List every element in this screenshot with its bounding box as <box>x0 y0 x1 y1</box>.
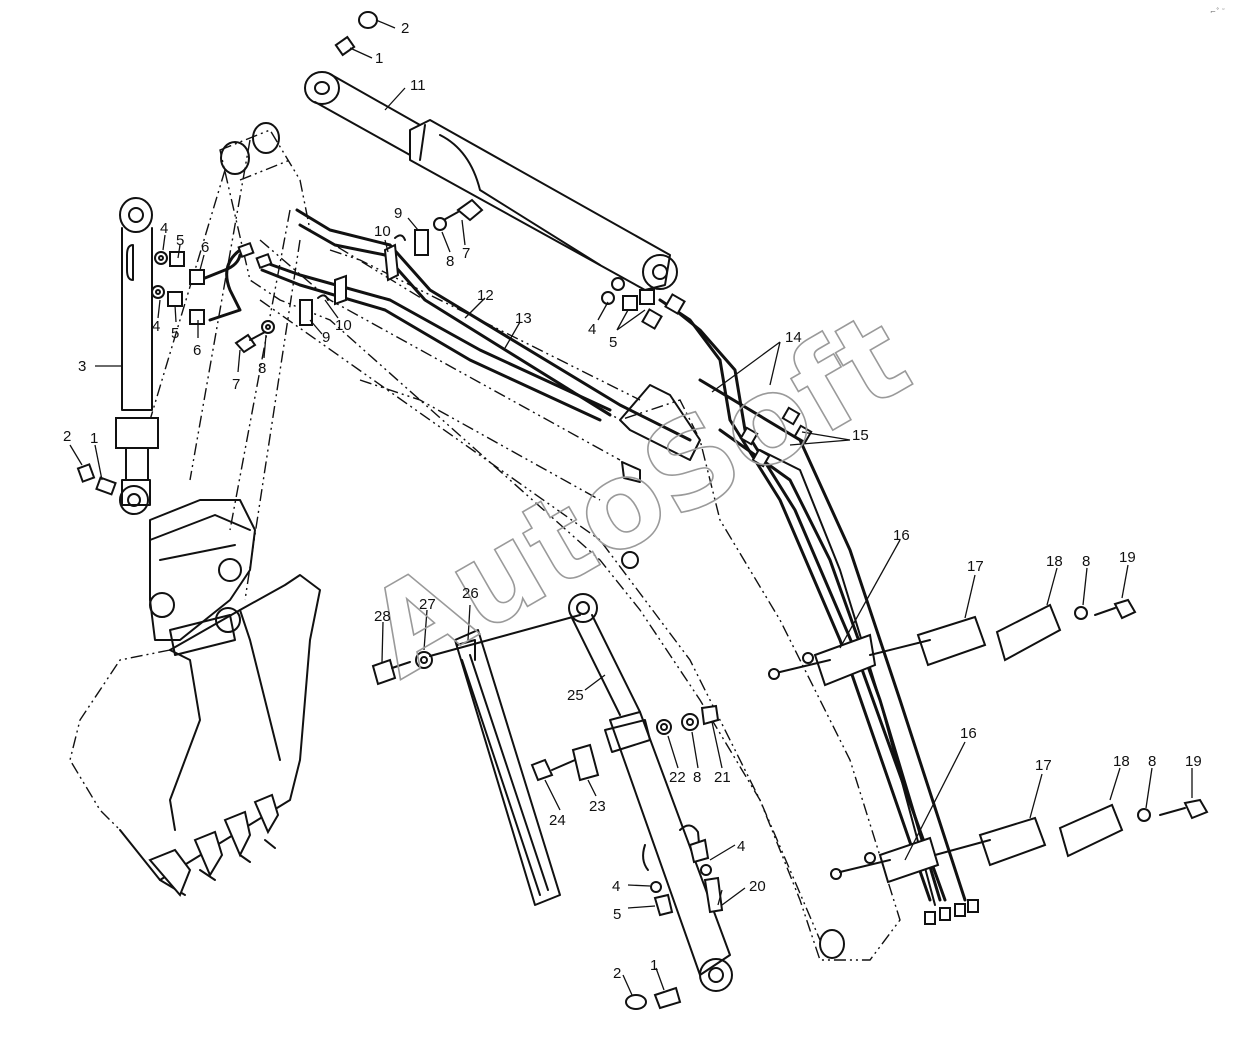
arm-cylinder <box>304 71 678 291</box>
callout-label: 25 <box>567 687 584 704</box>
callout-label: 22 <box>669 769 686 786</box>
callout-label: 1 <box>375 50 383 67</box>
callout-label: 1 <box>650 957 658 974</box>
callout-label: 13 <box>515 310 532 327</box>
callout-label: 16 <box>893 527 910 544</box>
callout-label: 8 <box>446 253 454 270</box>
callout-label: 5 <box>171 325 179 342</box>
callout-label: 12 <box>477 287 494 304</box>
callout-labels: 2 1 11 4 5 6 4 5 6 3 7 8 9 10 9 10 8 7 1… <box>63 20 1202 982</box>
callout-label: 9 <box>322 329 330 346</box>
callout-label: 5 <box>613 906 621 923</box>
bucket-assembly <box>69 499 321 897</box>
callout-label: 24 <box>549 812 566 829</box>
callout-label: 28 <box>374 608 391 625</box>
callout-label: 11 <box>410 77 426 94</box>
callout-label: 4 <box>152 318 160 335</box>
callout-label: 15 <box>852 427 869 444</box>
bucket-cylinder <box>115 197 159 515</box>
callout-label: 4 <box>737 838 745 855</box>
callout-label: 16 <box>960 725 977 742</box>
corner-mark: ⌐˚ ˜ <box>1210 8 1225 16</box>
callout-label: 10 <box>374 223 391 240</box>
callout-label: 8 <box>693 769 701 786</box>
callout-label: 23 <box>589 798 606 815</box>
callout-label: 7 <box>462 245 470 262</box>
callout-label: 21 <box>714 769 731 786</box>
callout-label: 2 <box>613 965 621 982</box>
callout-label: 7 <box>232 376 240 393</box>
callout-label: 4 <box>612 878 620 895</box>
pipe-fittings <box>189 241 979 925</box>
callout-label: 17 <box>1035 757 1052 774</box>
callout-label: 4 <box>160 220 168 237</box>
callout-label: 26 <box>462 585 479 602</box>
callout-label: 10 <box>335 317 352 334</box>
callout-label: 8 <box>258 360 266 377</box>
callout-label: 1 <box>90 430 98 447</box>
callout-label: 19 <box>1119 549 1136 566</box>
callout-label: 2 <box>63 428 71 445</box>
callout-label: 14 <box>785 329 802 346</box>
callout-label: 5 <box>176 232 184 249</box>
leader-lines <box>69 19 1193 996</box>
callout-label: 9 <box>394 205 402 222</box>
callout-label: 17 <box>967 558 984 575</box>
callout-label: 5 <box>609 334 617 351</box>
small-parts <box>76 11 1209 1010</box>
callout-label: 2 <box>401 20 409 37</box>
callout-label: 4 <box>588 321 596 338</box>
callout-label: 8 <box>1082 553 1090 570</box>
boom-phantom-outline <box>149 122 901 961</box>
callout-label: 3 <box>78 358 86 375</box>
callout-label: 27 <box>419 596 436 613</box>
callout-label: 20 <box>749 878 766 895</box>
callout-label: 18 <box>1046 553 1063 570</box>
callout-label: 6 <box>201 239 209 256</box>
boom-cylinder <box>568 593 733 992</box>
callout-label: 18 <box>1113 753 1130 770</box>
callout-label: 6 <box>193 342 201 359</box>
callout-label: 19 <box>1185 753 1202 770</box>
callout-label: 8 <box>1148 753 1156 770</box>
